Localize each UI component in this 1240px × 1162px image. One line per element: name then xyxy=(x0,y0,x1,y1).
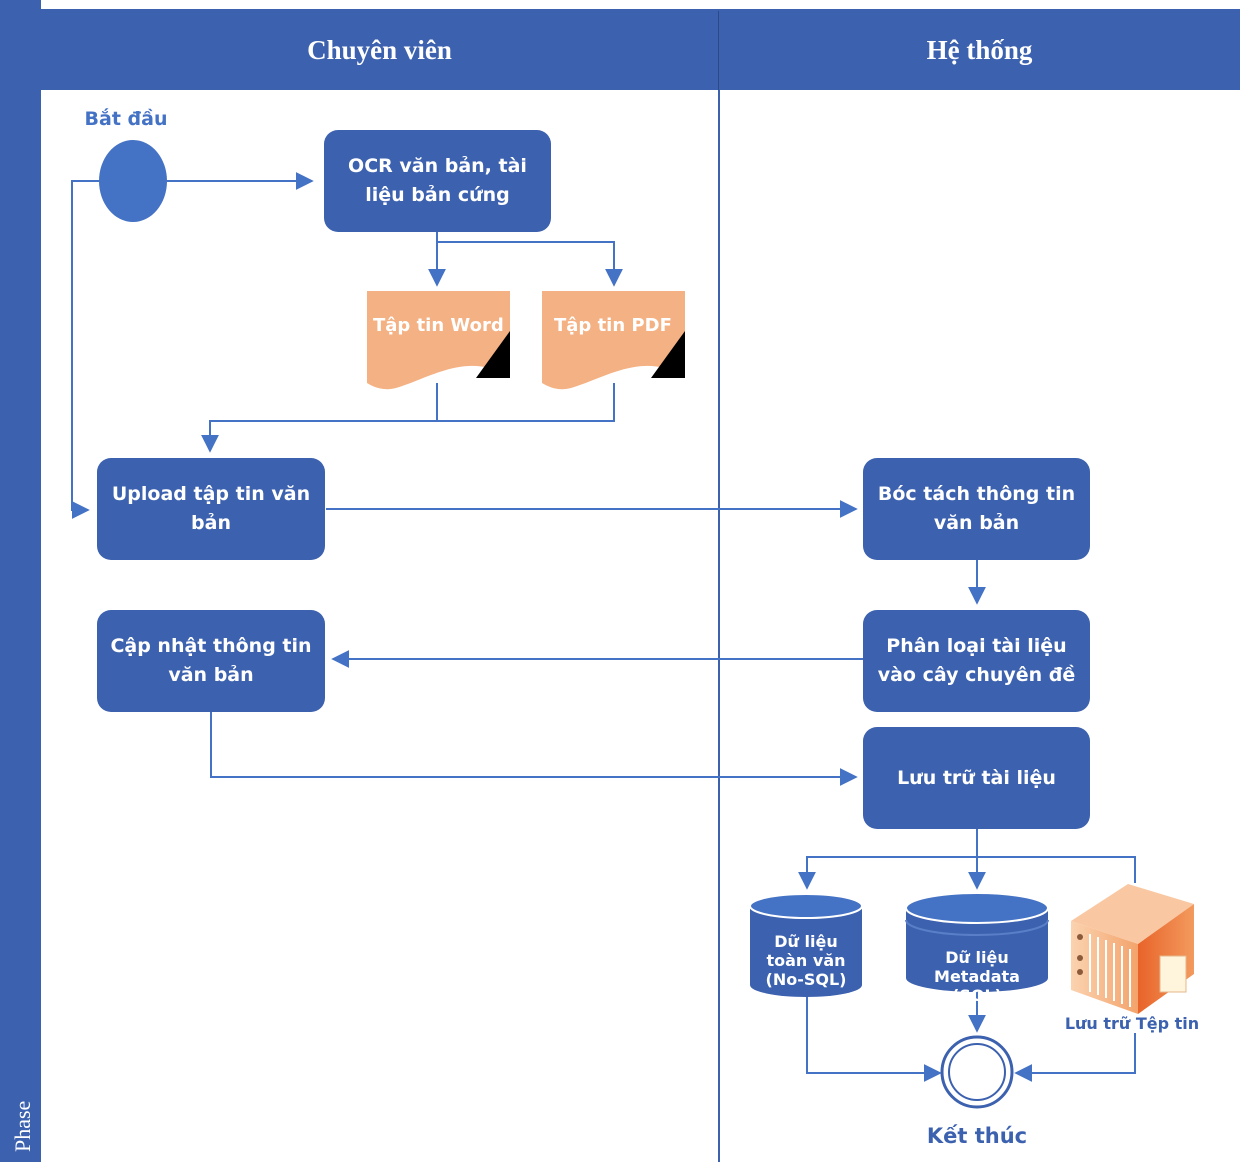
upload-step: Upload tập tin văn bản xyxy=(97,458,325,560)
pdf-file-label: Tập tin PDF xyxy=(554,315,672,336)
document-pdf-shape xyxy=(542,291,685,390)
metadata-db-label: Dữ liệu Metadata (SQL) xyxy=(934,948,1020,1005)
lane-header-he-thong: Hệ thống xyxy=(719,10,1240,90)
connector-fulltext-end xyxy=(806,995,942,1082)
store-step: Lưu trữ tài liệu xyxy=(863,727,1090,829)
connector-store-fulltext xyxy=(798,856,977,890)
extract-step: Bóc tách thông tin văn bản xyxy=(863,458,1090,560)
connector-word-upload xyxy=(201,383,438,453)
start-label: Bắt đầu xyxy=(84,108,168,130)
connector-store-file xyxy=(977,856,1136,883)
end-node xyxy=(940,1035,1014,1109)
document-word-shape xyxy=(367,291,510,390)
file-storage-server-icon xyxy=(1071,884,1194,1014)
update-step: Cập nhật thông tin văn bản xyxy=(97,610,325,712)
fulltext-db-label: Dữ liệu toàn văn (No-SQL) xyxy=(765,932,847,989)
file-storage-label: Lưu trữ Tệp tin xyxy=(1064,1014,1200,1033)
connector-ocr-pdf xyxy=(437,241,623,287)
ocr-step: OCR văn bản, tài liệu bản cứng xyxy=(324,130,551,232)
fulltext-db-shape xyxy=(749,893,863,997)
metadata-db-shape xyxy=(905,892,1049,992)
connector-start-upload xyxy=(71,180,100,519)
connector-file-end xyxy=(1014,1033,1136,1082)
start-node xyxy=(99,140,167,222)
lane-header-chuyen-vien: Chuyên viên xyxy=(41,10,719,90)
end-label: Kết thúc xyxy=(926,1124,1028,1148)
connector-update-store xyxy=(210,712,858,786)
phase-strip xyxy=(0,0,41,1162)
classify-step: Phân loại tài liệu vào cây chuyên đề xyxy=(863,610,1090,712)
word-file-label: Tập tin Word xyxy=(373,315,504,336)
